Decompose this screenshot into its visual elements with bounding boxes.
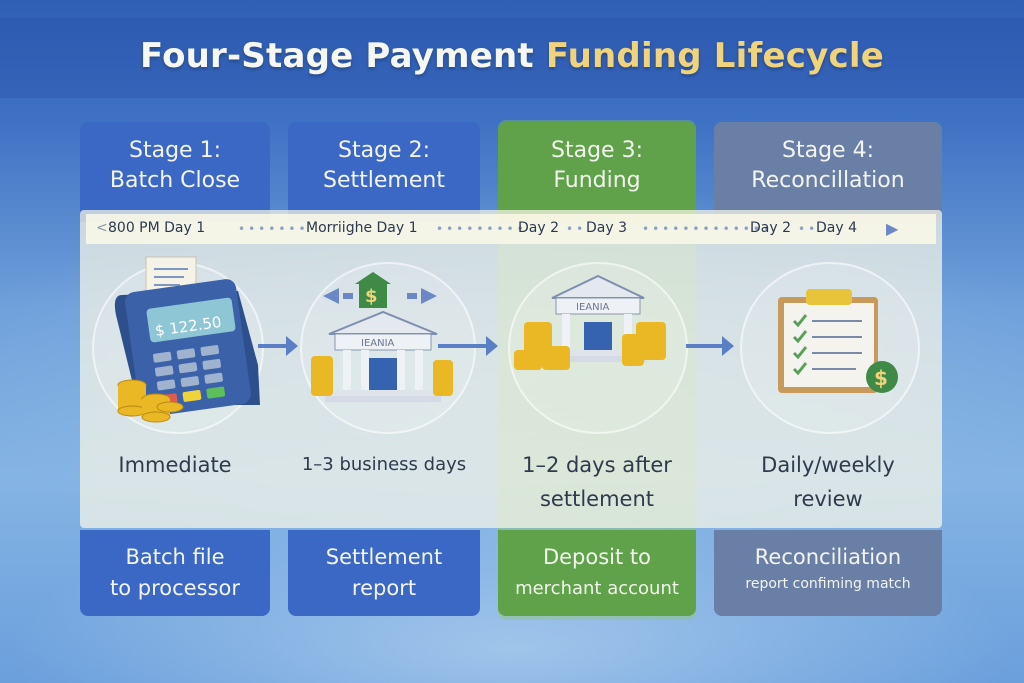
stage-1-header: Stage 1: Batch Close — [80, 122, 270, 222]
stage-4-timing: Daily/weekly review — [761, 453, 895, 511]
svg-text:$: $ — [874, 366, 888, 390]
svg-text:$: $ — [365, 286, 378, 307]
stage-2-header: Stage 2: Settlement — [288, 122, 480, 222]
timeline-dots-icon: ••••••••• — [436, 222, 527, 236]
arrow-right-icon — [258, 336, 298, 356]
stage-4-number: Stage 4: — [782, 138, 874, 163]
stage-4-header: Stage 4: Reconcillation — [714, 122, 942, 222]
stage-3-timing: 1–2 days after settlement — [522, 453, 672, 511]
svg-text:IEANIA: IEANIA — [576, 302, 610, 313]
stage-2-number: Stage 2: — [338, 138, 430, 163]
stage-4-output: Reconciliation report confiming match — [714, 530, 942, 616]
timeline-label-3: Day 2 — [518, 220, 560, 236]
stage-3-name: Funding — [553, 168, 641, 193]
timeline-dots-icon: •• — [566, 222, 587, 236]
timeline-dots-icon: ••••••••••••• — [642, 222, 774, 236]
timeline-dots-icon: •• — [798, 222, 819, 236]
stage-3-output: Deposit to merchant account — [498, 530, 696, 616]
timeline-dots-icon: ••••••• — [238, 222, 309, 236]
stage-4-name: Reconcillation — [751, 168, 905, 193]
arrow-right-icon — [686, 336, 734, 356]
stage-2-output: Settlement report — [288, 530, 480, 616]
bank-coins-icon: IEANIA — [514, 274, 666, 370]
timeline-bar: < 800 PM Day 1 ••••••• Morriighe Day 1 •… — [86, 214, 936, 244]
stage-3-number: Stage 3: — [551, 138, 643, 163]
timeline-label-5: Day 2 — [750, 220, 792, 236]
stage-3-header: Stage 3: Funding — [498, 122, 696, 222]
stage-1-timing: Immediate — [118, 453, 232, 477]
page-title: Four-Stage Payment Funding Lifecycle — [0, 36, 1024, 76]
stage-1-name: Batch Close — [109, 168, 241, 193]
stage-2-timing: 1–3 business days — [301, 454, 467, 475]
clipboard-checklist-icon: $ — [778, 289, 898, 393]
title-band — [0, 18, 1024, 98]
timeline-label-4: Day 3 — [586, 220, 628, 236]
title-main: Four-Stage Payment — [140, 36, 534, 76]
timeline-end-arrow-icon: ▶ — [886, 219, 899, 238]
timeline-label-6: Day 4 — [816, 220, 858, 236]
arrow-right-icon — [438, 336, 498, 356]
title-highlight: Funding Lifecycle — [545, 36, 884, 76]
stage-1-output: Batch file to processor — [80, 530, 270, 616]
bank-label: IEANIA — [361, 338, 395, 349]
card-terminal-icon: $ 122.50 — [114, 256, 260, 423]
timeline-start-marker: < — [96, 220, 108, 236]
timeline-label-2: Morriighe Day 1 — [306, 220, 418, 236]
timeline-label-1: 800 PM Day 1 — [108, 220, 206, 236]
bank-transfer-icon: $ IEANIA — [311, 272, 453, 402]
stage-1-number: Stage 1: — [129, 138, 221, 163]
stage-2-name: Settlement — [323, 168, 445, 193]
